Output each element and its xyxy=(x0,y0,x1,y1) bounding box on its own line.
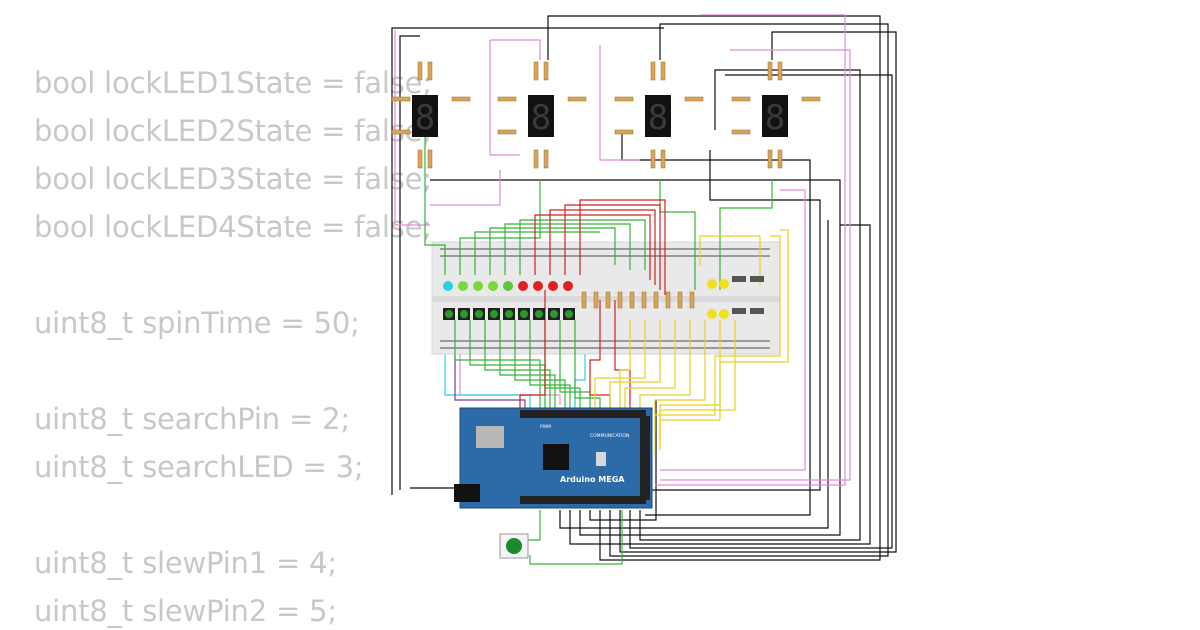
led xyxy=(458,281,468,291)
tactile-button[interactable] xyxy=(488,308,500,320)
code-line: bool lockLED3State = false; xyxy=(34,162,432,196)
resistors xyxy=(391,61,821,309)
tactile-button[interactable] xyxy=(458,308,470,320)
yellow-leds xyxy=(707,279,729,319)
board-label-communication: COMMUNICATION xyxy=(590,433,629,439)
code-line: bool lockLED4State = false; xyxy=(34,210,432,244)
code-line: uint8_t slewPin1 = 4; xyxy=(34,546,337,580)
seven-segment-display: 8 xyxy=(762,95,788,138)
seven-segment-display: 8 xyxy=(528,95,554,138)
slide-switch[interactable] xyxy=(732,308,746,314)
led xyxy=(563,281,573,291)
led xyxy=(518,281,528,291)
led xyxy=(473,281,483,291)
led-row xyxy=(443,281,573,291)
board-name: Arduino MEGA xyxy=(560,475,625,484)
code-line: uint8_t searchLED = 3; xyxy=(34,450,364,484)
led xyxy=(488,281,498,291)
seven-segment-display: 8 xyxy=(645,95,671,138)
led xyxy=(503,281,513,291)
code-line: bool lockLED2State = false; xyxy=(34,114,432,148)
slide-switch[interactable] xyxy=(750,308,764,314)
board-label-pwm: PWM xyxy=(540,424,551,430)
code-line: uint8_t spinTime = 50; xyxy=(34,306,360,340)
segment-digit: 8 xyxy=(415,98,435,138)
tactile-button[interactable] xyxy=(563,308,575,320)
button-row xyxy=(443,308,575,320)
slide-switch[interactable] xyxy=(750,276,764,282)
tactile-button[interactable] xyxy=(518,308,530,320)
wires-black xyxy=(391,15,897,561)
tactile-button[interactable] xyxy=(548,308,560,320)
led xyxy=(548,281,558,291)
led xyxy=(533,281,543,291)
segment-digit: 8 xyxy=(531,98,551,138)
seven-segment-display: 8 xyxy=(412,95,438,138)
tactile-button[interactable] xyxy=(533,308,545,320)
wires-pink xyxy=(394,14,851,486)
tactile-button[interactable] xyxy=(473,308,485,320)
tactile-button[interactable] xyxy=(443,308,455,320)
slide-switch[interactable] xyxy=(732,276,746,282)
segment-digit: 8 xyxy=(648,98,668,138)
code-line: uint8_t slewPin2 = 5; xyxy=(34,594,337,628)
code-line: uint8_t searchPin = 2; xyxy=(34,402,350,436)
led xyxy=(443,281,453,291)
segment-digit: 8 xyxy=(765,98,785,138)
slide-switches xyxy=(732,276,764,314)
arduino-mega-board: Arduino MEGA COMMUNICATION PWM xyxy=(454,407,653,509)
push-button[interactable] xyxy=(499,533,529,559)
tactile-button[interactable] xyxy=(503,308,515,320)
